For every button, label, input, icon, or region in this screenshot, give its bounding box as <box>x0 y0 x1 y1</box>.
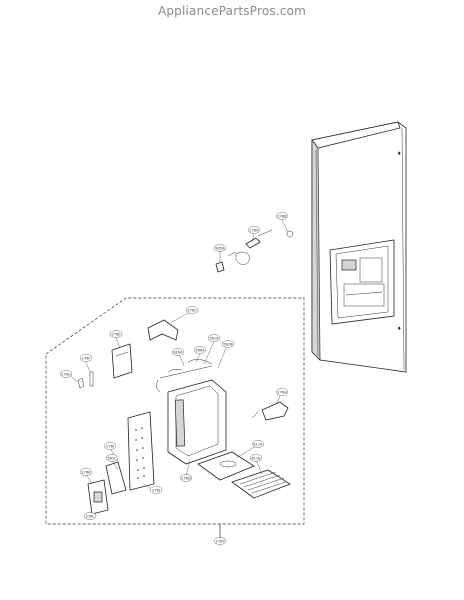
callout-276P: 276P <box>213 537 227 545</box>
callout-611A: 611A <box>251 440 265 448</box>
callout-276E: 276E <box>109 330 123 338</box>
svg-text:905A: 905A <box>215 246 225 250</box>
svg-text:276G: 276G <box>61 372 71 376</box>
svg-text:561B: 561B <box>223 342 233 346</box>
assembly-parts <box>77 319 291 515</box>
svg-text:561A: 561A <box>209 336 219 340</box>
svg-text:276E: 276E <box>111 332 121 336</box>
svg-text:276B: 276B <box>277 214 287 218</box>
callout-276G: 276G <box>59 370 73 378</box>
svg-text:611B: 611B <box>251 456 261 460</box>
callout-276N <box>192 523 204 530</box>
callout-561B: 561B <box>221 340 235 348</box>
svg-text:276F: 276F <box>82 356 91 360</box>
callout-276J: 276J <box>149 486 163 494</box>
callout-611B: 611B <box>249 454 263 462</box>
svg-text:276J: 276J <box>152 488 160 492</box>
svg-text:♦: ♦ <box>397 151 401 157</box>
svg-text:♦: ♦ <box>397 326 401 332</box>
callout-276D: 276D <box>179 474 193 482</box>
refrigerator-door: ♦ ♦ <box>311 121 407 373</box>
callout-560A: 560A <box>193 346 207 354</box>
callout-276B: 276B <box>275 212 289 220</box>
callout-905A: 905A <box>213 244 227 252</box>
svg-text:276I: 276I <box>106 444 114 448</box>
svg-text:276K: 276K <box>81 470 91 474</box>
callout-276A: 276A <box>247 226 261 234</box>
svg-text:561C: 561C <box>107 456 117 460</box>
svg-text:276C: 276C <box>187 308 197 312</box>
svg-text:276A: 276A <box>249 228 259 232</box>
svg-text:276D: 276D <box>181 476 191 480</box>
svg-text:610A: 610A <box>173 350 183 354</box>
callout-561C: 561C <box>105 454 119 462</box>
callout-276I: 276I <box>103 442 117 450</box>
leader-lines <box>69 219 289 489</box>
callout-276F: 276F <box>79 354 93 362</box>
svg-text:611A: 611A <box>253 442 263 446</box>
assembly-boundary <box>45 297 305 538</box>
callout-561A: 561A <box>207 334 221 342</box>
callout-276K: 276K <box>79 468 93 476</box>
svg-text:276P: 276P <box>215 539 225 543</box>
callout-276H: 276H <box>275 388 289 396</box>
watermark: AppliancePartsPros.com <box>157 4 307 18</box>
callout-276C: 276C <box>185 306 199 314</box>
svg-text:276L: 276L <box>86 514 95 518</box>
upper-small-parts <box>215 229 294 273</box>
svg-text:560A: 560A <box>195 348 205 352</box>
callout-610A: 610A <box>171 348 185 356</box>
callout-276L: 276L <box>83 512 97 520</box>
svg-text:276H: 276H <box>277 390 287 394</box>
callout-276M <box>188 309 200 316</box>
